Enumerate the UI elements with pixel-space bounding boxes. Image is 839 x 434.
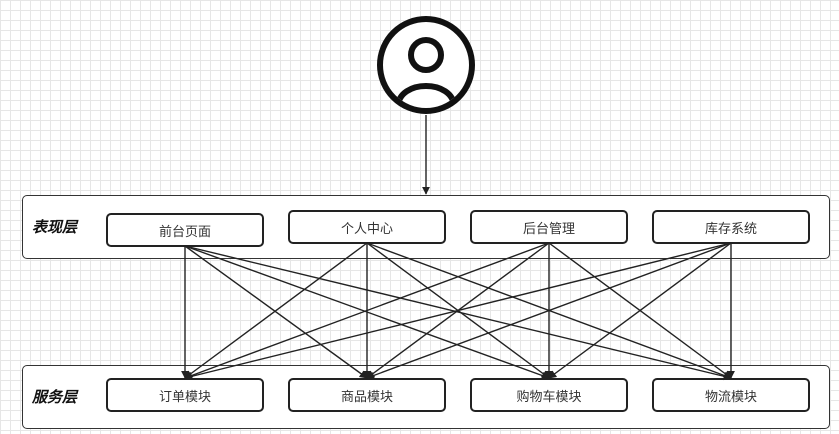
edge-presentation-0-to-service-1 bbox=[184, 245, 368, 379]
edge-presentation-1-to-service-3 bbox=[366, 242, 732, 380]
user-icon bbox=[377, 16, 475, 114]
node-inventory-system[interactable]: 库存系统 bbox=[652, 210, 810, 244]
node-personal-center[interactable]: 个人中心 bbox=[288, 210, 446, 244]
edge-presentation-3-to-service-2 bbox=[548, 242, 732, 379]
edge-presentation-3-to-service-0 bbox=[184, 242, 732, 381]
edge-presentation-3-to-service-1 bbox=[366, 242, 732, 380]
edge-presentation-2-to-service-3 bbox=[548, 242, 732, 379]
presentation-layer-label: 表现层 bbox=[32, 218, 78, 236]
edge-presentation-1-to-service-2 bbox=[366, 242, 550, 379]
edge-presentation-1-to-service-0 bbox=[184, 242, 368, 379]
edge-presentation-0-to-service-2 bbox=[184, 245, 550, 380]
edge-presentation-2-to-service-1 bbox=[366, 242, 550, 379]
service-layer-label: 服务层 bbox=[32, 388, 78, 406]
node-frontend-page[interactable]: 前台页面 bbox=[106, 213, 264, 247]
node-order-module[interactable]: 订单模块 bbox=[106, 378, 264, 412]
node-admin-backend[interactable]: 后台管理 bbox=[470, 210, 628, 244]
node-logistics-module[interactable]: 物流模块 bbox=[652, 378, 810, 412]
edge-presentation-0-to-service-3 bbox=[184, 245, 732, 381]
node-product-module[interactable]: 商品模块 bbox=[288, 378, 446, 412]
node-cart-module[interactable]: 购物车模块 bbox=[470, 378, 628, 412]
edge-presentation-2-to-service-0 bbox=[184, 242, 550, 380]
